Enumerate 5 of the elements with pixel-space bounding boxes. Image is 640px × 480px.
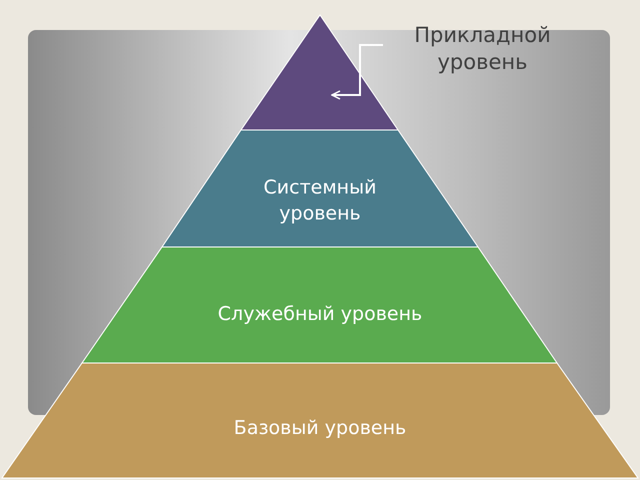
level-label: Базовый уровень	[234, 416, 406, 442]
callout-label: Прикладной уровень	[413, 22, 552, 76]
level-label: Служебный уровень	[218, 302, 422, 328]
level-label: Системный уровень	[262, 175, 378, 226]
leader-line	[331, 44, 383, 100]
